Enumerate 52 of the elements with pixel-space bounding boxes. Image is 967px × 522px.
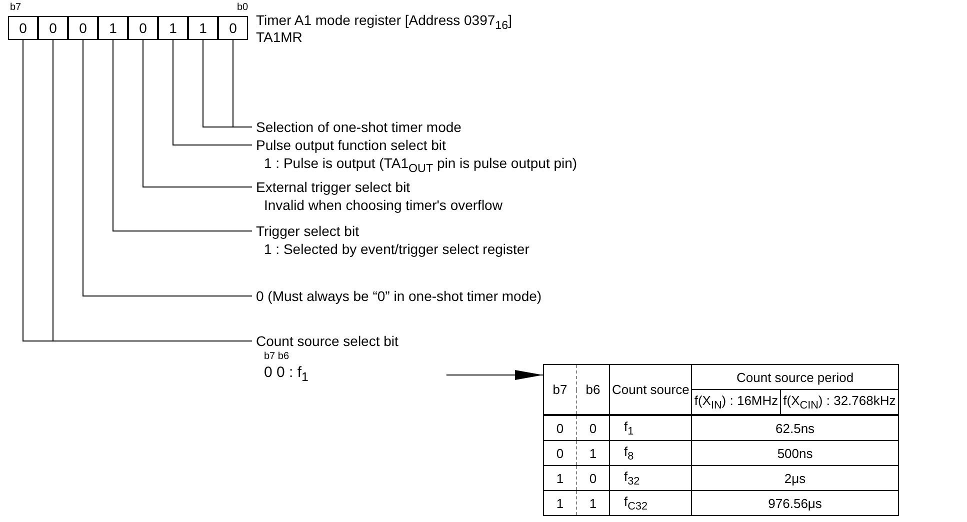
count-source: f$_{32}$ — [624, 468, 640, 484]
bit-value: 1 — [556, 470, 564, 486]
period-value: 500ns — [777, 446, 813, 460]
column-header: b7 — [552, 382, 568, 397]
column-header: Count source — [612, 382, 690, 397]
bit-value: 1 — [556, 496, 564, 510]
leader-line — [82, 40, 252, 296]
field-name: External trigger select bit — [256, 178, 412, 196]
column-header: f(X$_{IN}$) : 16MHz — [694, 392, 778, 408]
column-header: f(X$_{CIN}$) : 32.768kHz — [783, 392, 896, 408]
field-description: 1 : Selected by event/trigger select register — [263, 240, 530, 258]
bit-value: 0 — [38, 16, 68, 40]
field-description: b7 b6 — [263, 350, 290, 364]
bit-value: 1 — [158, 16, 188, 40]
column-header: b6 — [586, 382, 600, 397]
field-description: Invalid when choosing timer's overflow — [263, 196, 502, 214]
bit-value: 0 — [218, 16, 248, 40]
field-name: Count source select bit — [256, 332, 398, 350]
bit-value: 0 — [589, 420, 597, 436]
bit-value: 1 — [98, 16, 128, 40]
column-header: Count source period — [736, 370, 854, 384]
period-value: 2μs — [784, 470, 806, 486]
field-setting: 0 0 : f$_{1}$ — [263, 364, 310, 386]
bit-value: 1 — [589, 446, 597, 460]
bit-value: 0 — [556, 446, 564, 460]
leader-line — [232, 40, 252, 128]
field-name: Trigger select bit — [256, 222, 360, 240]
leader-line — [142, 40, 252, 188]
bit-value: 1 — [589, 496, 597, 510]
count-source: f$_{1}$ — [624, 418, 634, 434]
field-description: 1 : Pulse is output (TA1$_{OUT}$ pin is pulse output pin) — [263, 154, 578, 177]
bit-label: b0 — [237, 2, 248, 13]
register-title: Timer A1 mode register [Address 0397$_{16}$] — [256, 12, 512, 32]
bit-value: 0 — [556, 420, 564, 436]
register-symbol: TA1MR — [256, 29, 302, 45]
field-name: Selection of one-shot timer mode — [256, 118, 462, 136]
bit-label: b7 — [10, 2, 22, 13]
bit-value: 0 — [128, 16, 158, 40]
leader-line — [172, 40, 252, 146]
leader-line — [112, 40, 252, 232]
bit-value: 0 — [8, 16, 38, 40]
bit-value: 1 — [188, 16, 218, 40]
arrow — [446, 370, 544, 380]
count-source-table — [543, 364, 899, 516]
field-name: Pulse output function select bit — [256, 136, 447, 154]
field-name: 0 (Must always be “0” in one-shot timer mode) — [256, 287, 542, 305]
count-source: f$_{8}$ — [624, 444, 634, 459]
bit-value: 0 — [589, 470, 597, 486]
bit-value: 0 — [68, 16, 98, 40]
count-source: f$_{C32}$ — [624, 494, 648, 509]
period-value: 976.56μs — [768, 496, 822, 510]
period-value: 62.5ns — [776, 420, 815, 436]
